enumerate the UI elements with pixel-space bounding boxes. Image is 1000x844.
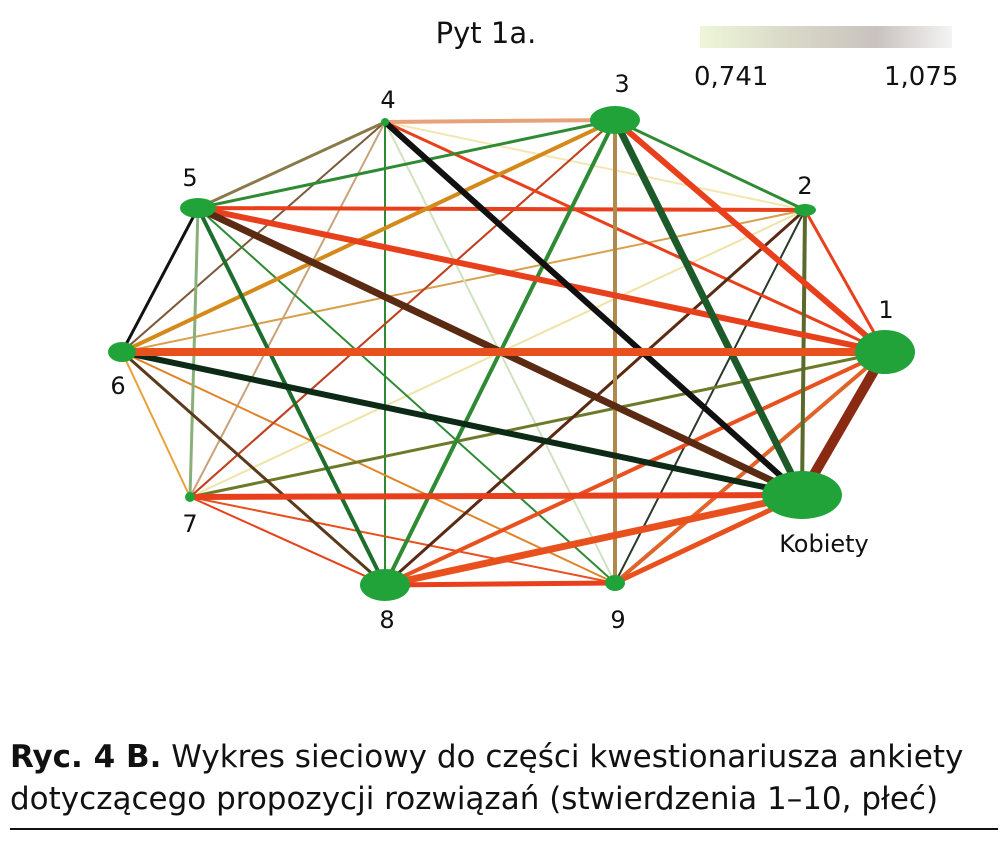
edge-1-2 — [803, 208, 887, 354]
edge-3-6 — [120, 118, 617, 354]
node-2 — [794, 204, 816, 216]
caption-text-line2: dotyczącego propozycji rozwiązań (stwier… — [10, 781, 939, 817]
edge-K-6 — [119, 349, 805, 498]
edge-1-7 — [188, 350, 887, 499]
caption-underline — [10, 828, 998, 830]
edge-2-3 — [613, 118, 807, 212]
node-label-4: 4 — [380, 86, 395, 114]
node-1 — [855, 330, 915, 374]
label-layer: 1 2 3 4 5 6 7 8 9 Kobiety — [110, 70, 893, 634]
node-label-5: 5 — [182, 164, 197, 192]
edge-5-6 — [120, 206, 200, 354]
edge-6-7 — [121, 351, 191, 498]
edge-8-9 — [382, 580, 618, 588]
edge-K-7 — [187, 492, 805, 500]
legend-min-value: 0,741 — [694, 62, 769, 92]
edge-1-5 — [195, 205, 888, 355]
edge-6-9 — [121, 351, 616, 584]
node-label-8: 8 — [379, 606, 394, 634]
node-label-1: 1 — [878, 296, 893, 324]
caption-text-line1: Wykres sieciowy do części kwestionariusz… — [161, 739, 964, 775]
edge-2-4 — [384, 121, 806, 211]
node-K — [762, 471, 842, 519]
node-6 — [108, 342, 136, 362]
edge-1-3 — [612, 117, 888, 355]
caption-label: Ryc. 4 B. — [10, 739, 162, 775]
node-label-2: 2 — [797, 172, 812, 200]
edge-K-4 — [382, 119, 805, 498]
edge-1-K — [797, 347, 890, 500]
node-label-7: 7 — [182, 510, 197, 538]
edge-K-8 — [381, 491, 806, 589]
node-label-6: 6 — [110, 372, 125, 400]
edge-2-5 — [196, 206, 807, 212]
edge-4-5 — [196, 120, 387, 210]
legend-max-value: 1,075 — [884, 62, 959, 92]
edge-3-5 — [196, 118, 617, 210]
node-label-K: Kobiety — [779, 530, 869, 558]
edge-6-8 — [120, 350, 387, 587]
edge-K-3 — [611, 116, 806, 499]
node-9 — [605, 575, 625, 591]
legend-gradient-bar — [700, 26, 952, 48]
edge-4-7 — [189, 121, 386, 498]
node-7 — [185, 492, 195, 502]
node-5 — [180, 198, 216, 218]
network-graph: 1 2 3 4 5 6 7 8 9 Kobiety — [108, 70, 915, 634]
edge-3-4 — [383, 118, 617, 124]
node-4 — [381, 118, 389, 126]
edge-1-4 — [383, 120, 887, 354]
edge-7-9 — [189, 496, 616, 584]
chart-title: Pyt 1a. — [435, 16, 537, 50]
node-8 — [360, 569, 410, 601]
edge-5-9 — [197, 207, 616, 584]
edge-5-8 — [196, 206, 387, 587]
edge-2-9 — [614, 209, 806, 584]
node-label-9: 9 — [610, 606, 625, 634]
edge-7-8 — [189, 496, 386, 586]
figure-caption: Ryc. 4 B. Wykres sieciowy do części kwes… — [10, 736, 990, 820]
edge-layer — [118, 116, 890, 589]
node-layer — [108, 106, 915, 601]
node-label-3: 3 — [614, 70, 629, 98]
node-3 — [590, 106, 640, 134]
